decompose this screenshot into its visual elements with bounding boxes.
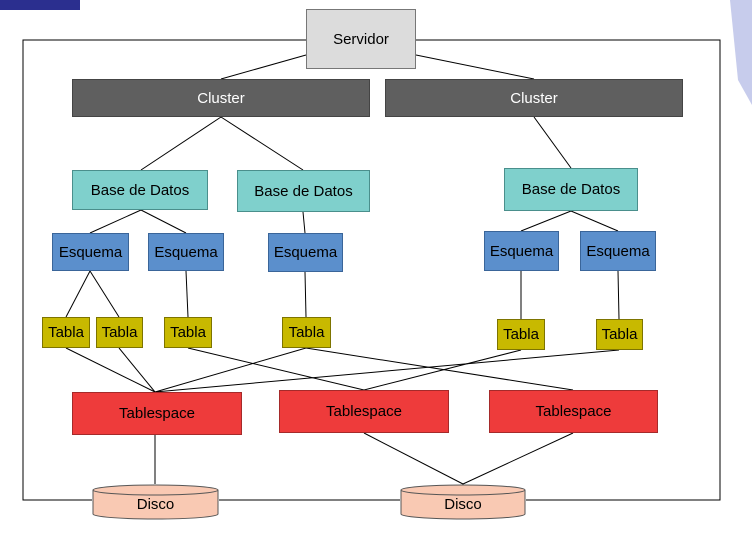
disk-node-2: Disco <box>400 484 526 520</box>
schema-label: Esquema <box>58 243 123 261</box>
table-node-3: Tabla <box>164 317 212 348</box>
table-node-6: Tabla <box>596 319 643 350</box>
cluster-node-left: Cluster <box>72 79 370 117</box>
cluster-label: Cluster <box>197 89 245 107</box>
table-node-2: Tabla <box>96 317 143 348</box>
server-node: Servidor <box>306 9 416 69</box>
database-node-2: Base de Datos <box>237 170 370 212</box>
disk-label: Disco <box>136 496 175 513</box>
tablespace-label: Tablespace <box>326 403 402 420</box>
schema-node-3: Esquema <box>268 233 343 272</box>
schema-label: Esquema <box>489 242 554 260</box>
table-node-5: Tabla <box>497 319 545 350</box>
schema-node-2: Esquema <box>148 233 224 271</box>
tablespace-node-2: Tablespace <box>279 390 449 433</box>
table-label: Tabla <box>170 324 206 341</box>
schema-node-5: Esquema <box>580 231 656 271</box>
database-label: Base de Datos <box>90 181 190 199</box>
database-label: Base de Datos <box>521 181 621 198</box>
cylinder-shape <box>400 484 526 520</box>
decorative-corner-shape <box>730 0 752 105</box>
table-label: Tabla <box>601 326 638 343</box>
tablespace-node-1: Tablespace <box>72 392 242 435</box>
schema-node-4: Esquema <box>484 231 559 271</box>
database-label: Base de Datos <box>254 182 353 200</box>
tablespace-label: Tablespace <box>535 403 612 420</box>
schema-label: Esquema <box>586 242 650 260</box>
schema-label: Esquema <box>154 243 218 261</box>
tablespace-node-3: Tablespace <box>489 390 658 433</box>
table-node-4: Tabla <box>282 317 331 348</box>
schema-label: Esquema <box>273 244 338 261</box>
disk-node-1: Disco <box>92 484 219 520</box>
database-node-1: Base de Datos <box>72 170 208 210</box>
table-label: Tabla <box>503 326 539 343</box>
cylinder-shape <box>92 484 219 520</box>
table-label: Tabla <box>288 324 325 341</box>
tablespace-label: Tablespace <box>119 405 195 422</box>
table-label: Tabla <box>48 324 84 341</box>
table-label: Tabla <box>101 324 138 341</box>
decorative-title-fragment <box>0 0 80 10</box>
database-node-3: Base de Datos <box>504 168 638 211</box>
cluster-node-right: Cluster <box>385 79 683 117</box>
disk-label: Disco <box>444 496 482 513</box>
server-label: Servidor <box>333 30 389 48</box>
table-node-1: Tabla <box>42 317 90 348</box>
schema-node-1: Esquema <box>52 233 129 271</box>
cluster-label: Cluster <box>510 89 558 107</box>
